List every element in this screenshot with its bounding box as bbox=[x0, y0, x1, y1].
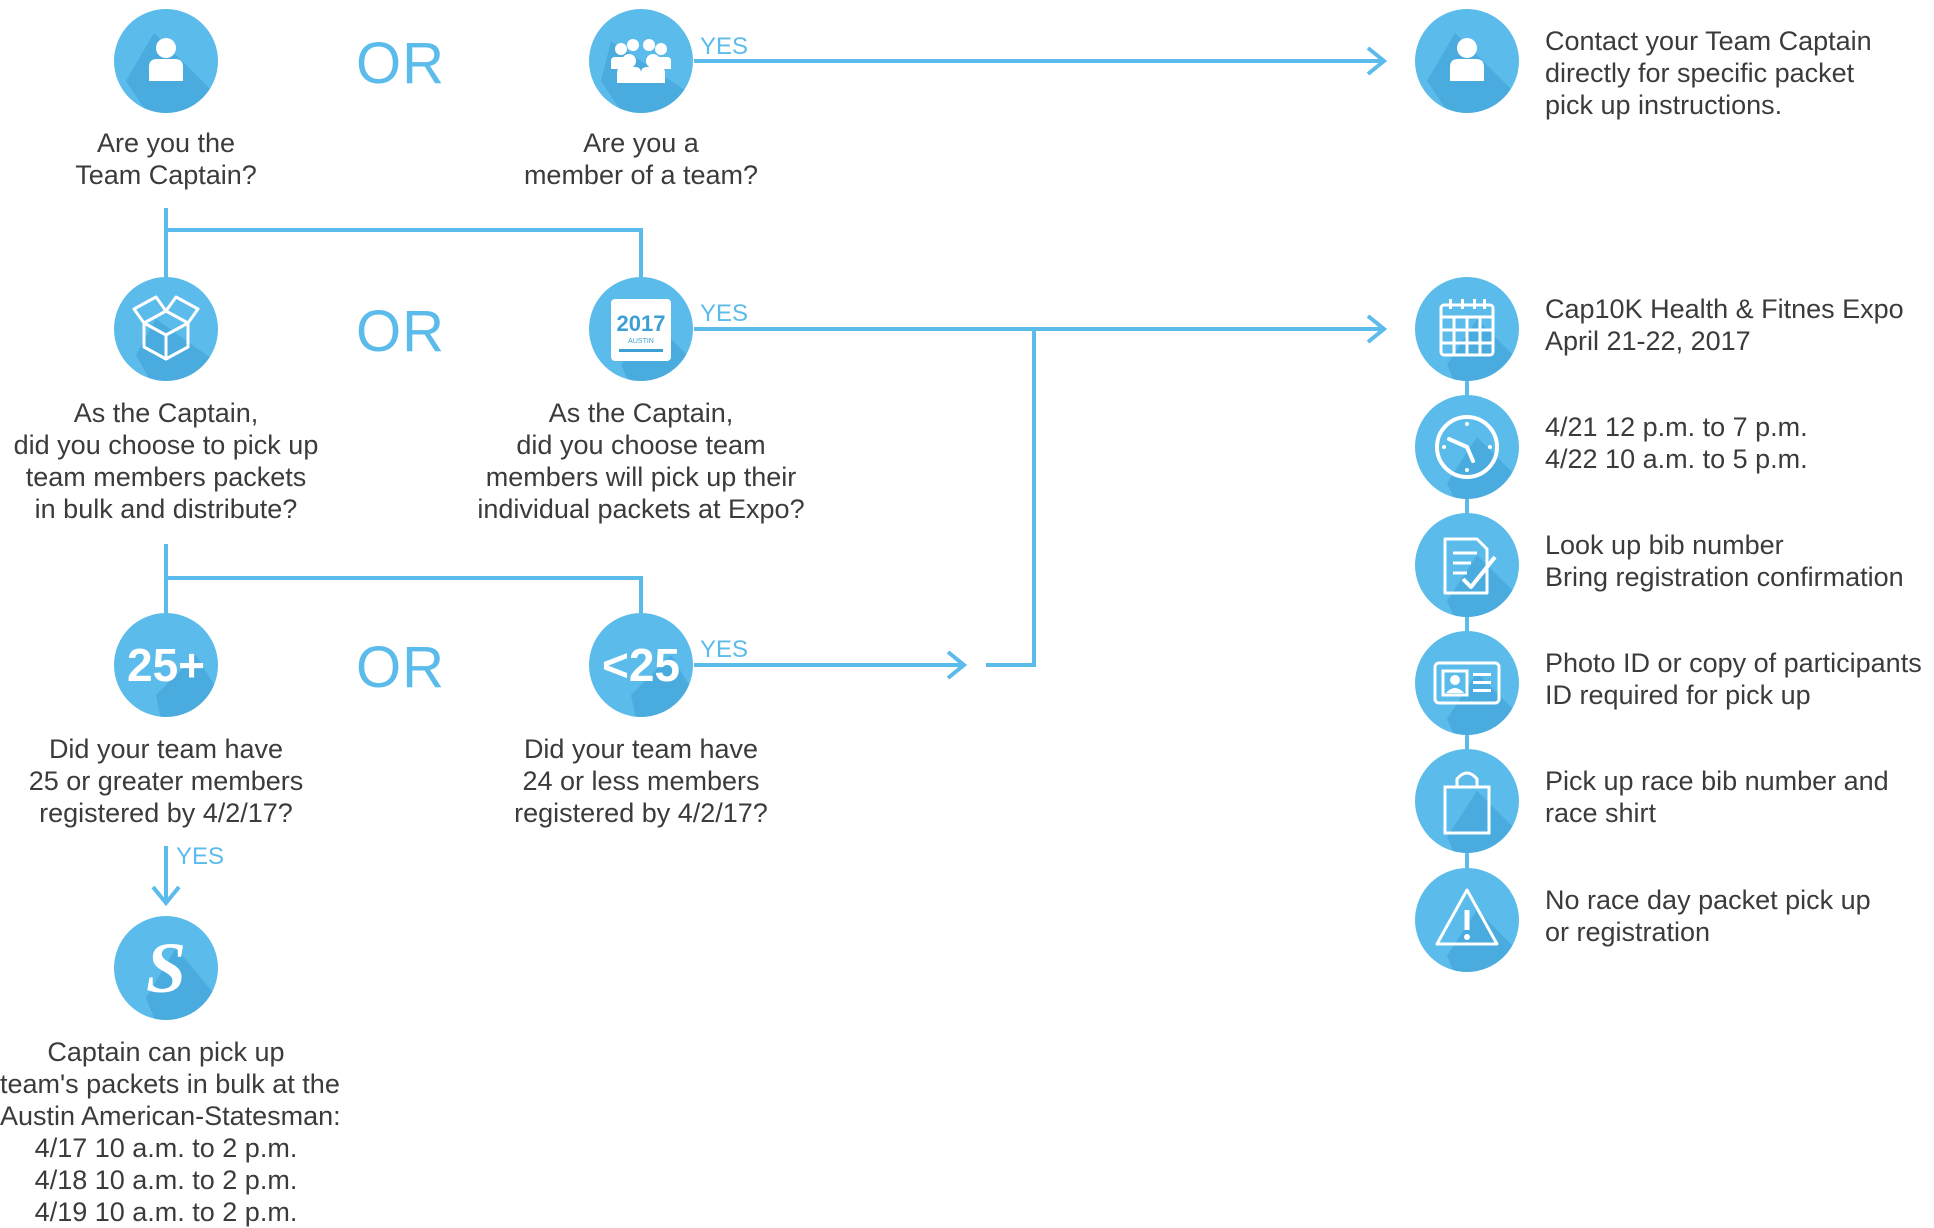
statesman-letter: S bbox=[146, 928, 186, 1008]
connector-level1 bbox=[164, 208, 643, 278]
expo-hours-text: 4/21 12 p.m. to 7 p.m.4/22 10 a.m. to 5 … bbox=[1545, 412, 1808, 474]
contact-person-icon bbox=[1415, 9, 1519, 113]
connector-under25-to-expo bbox=[986, 329, 1036, 667]
team-group-icon bbox=[589, 9, 693, 113]
calendar-icon bbox=[1415, 277, 1519, 381]
id-card-icon bbox=[1415, 631, 1519, 735]
arrowhead-25plus bbox=[151, 885, 181, 907]
warning-icon bbox=[1415, 868, 1519, 972]
badge-under25-text: <25 bbox=[602, 639, 680, 691]
yes-label-under25: YES bbox=[700, 636, 749, 663]
connector-level2 bbox=[164, 544, 643, 613]
checklist-icon bbox=[1415, 513, 1519, 617]
statesman-logo-icon: S bbox=[114, 916, 218, 1020]
person-icon bbox=[114, 9, 218, 113]
yes-label-expo: YES bbox=[700, 300, 749, 327]
badge-under25: <25 bbox=[589, 613, 693, 717]
calendar-year: 2017 bbox=[617, 311, 666, 336]
yes-label-25plus: YES bbox=[176, 843, 225, 870]
box-icon bbox=[114, 277, 218, 381]
or-label-row2: OR bbox=[356, 299, 445, 364]
shopping-bag-icon bbox=[1415, 749, 1519, 853]
calendar-city: AUSTIN bbox=[628, 338, 654, 345]
badge-25plus-text: 25+ bbox=[127, 639, 205, 691]
or-label-row1: OR bbox=[356, 31, 445, 96]
arrowhead-member bbox=[1366, 46, 1388, 76]
yes-label-member: YES bbox=[700, 33, 749, 60]
calendar-2017-icon: 2017 AUSTIN bbox=[589, 277, 693, 381]
clock-icon bbox=[1415, 395, 1519, 499]
arrowhead-under25 bbox=[946, 650, 968, 680]
bulk-question: As the Captain,did you choose to pick up… bbox=[13, 398, 319, 524]
arrowhead-expo bbox=[1366, 314, 1388, 344]
badge-25plus: 25+ bbox=[114, 613, 218, 717]
or-label-row3: OR bbox=[356, 635, 445, 700]
